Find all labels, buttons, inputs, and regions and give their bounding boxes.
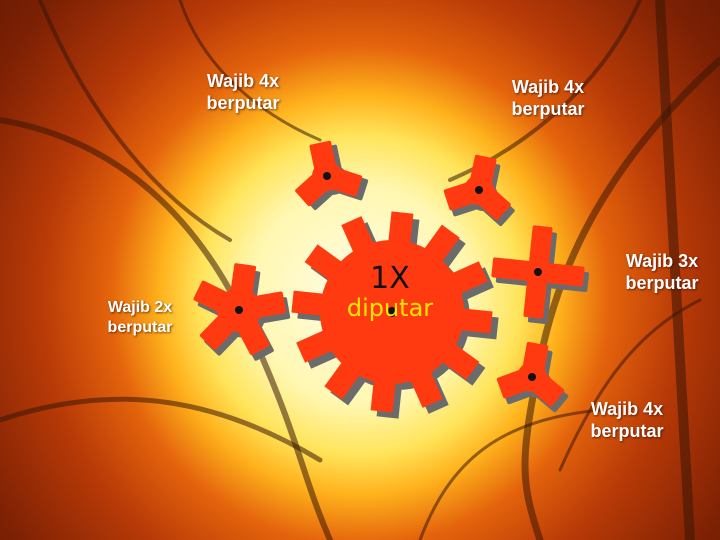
gear-axle-dot (235, 306, 243, 314)
center-gear-count: 1X (370, 261, 410, 296)
label-line: Wajib 3x (625, 251, 699, 271)
gear-axle-dot (475, 186, 483, 194)
label-line: Wajib 4x (206, 71, 280, 91)
label-line: Wajib 4x (511, 77, 585, 97)
label-gear-right: Wajib 3x berputar (607, 250, 717, 294)
gear-axle-dot (323, 172, 331, 180)
label-gear-top-left: Wajib 4x berputar (188, 70, 298, 114)
center-gear-verb: diputar (346, 294, 434, 322)
center-gear-caption: 1X diputar (320, 261, 460, 323)
label-line: berputar (590, 421, 664, 441)
label-gear-left: Wajib 2x berputar (90, 298, 190, 338)
label-line: berputar (206, 93, 280, 113)
gear-axle-dot (528, 373, 536, 381)
gear-axle-dot (534, 268, 542, 276)
label-line: berputar (625, 273, 699, 293)
label-line: Wajib 4x (590, 399, 664, 419)
label-gear-bottom-right: Wajib 4x berputar (572, 398, 682, 442)
label-line: berputar (511, 99, 585, 119)
label-line: Wajib 2x (107, 299, 173, 316)
label-line: berputar (107, 319, 173, 336)
label-gear-top-right: Wajib 4x berputar (493, 76, 603, 120)
gear-center (291, 211, 499, 419)
gear-axle-dot (387, 307, 397, 317)
